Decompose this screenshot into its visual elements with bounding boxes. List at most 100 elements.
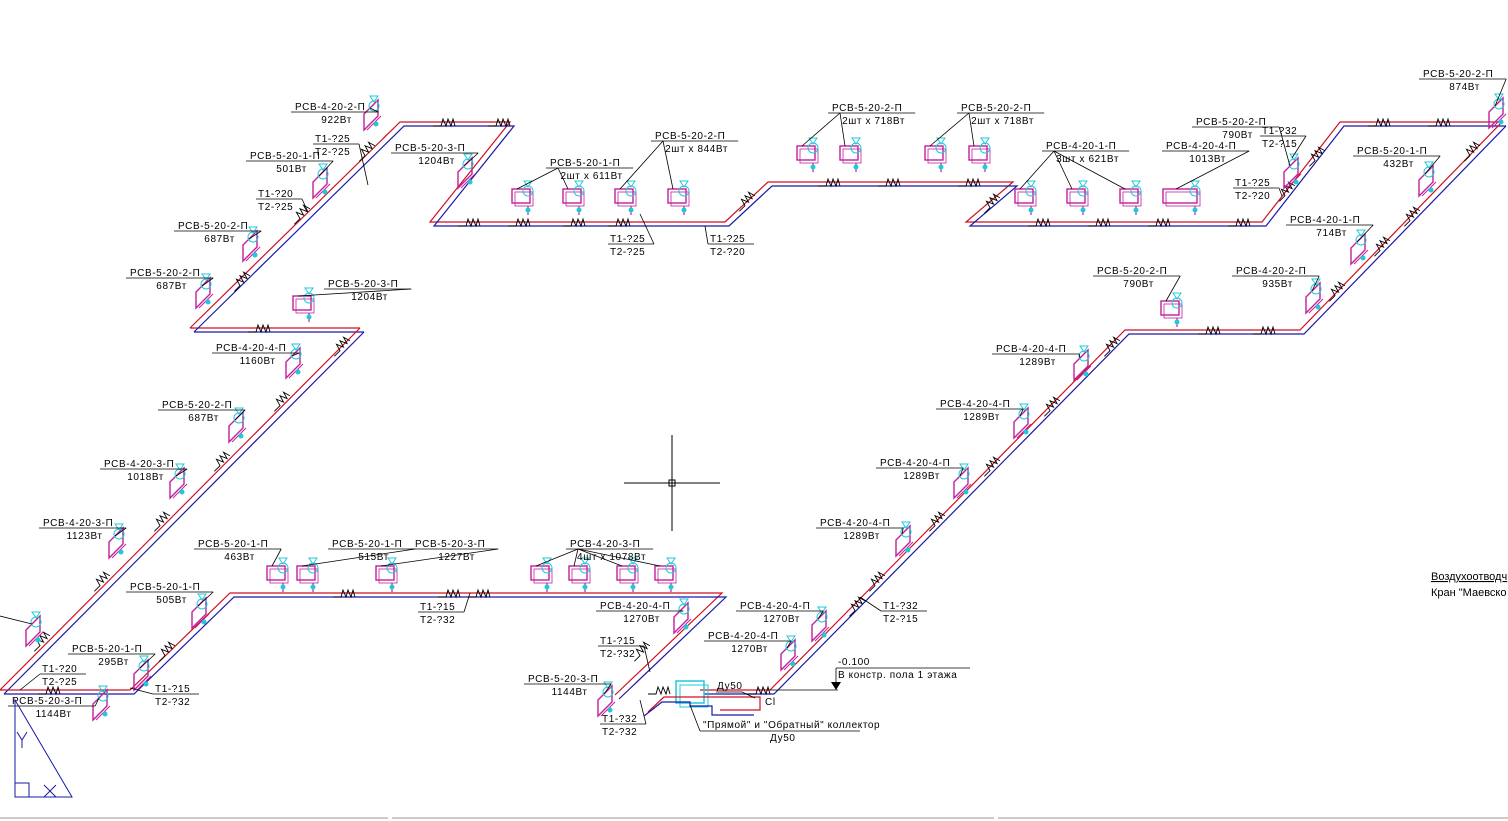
supply-diameter: Т1-?32 [883,601,918,612]
thermostatic-valve-icon [1288,158,1300,170]
shutoff-valve-icon [1360,255,1366,261]
leader-line [201,277,214,287]
elevation-label: -0.100 [838,657,870,668]
radiator [654,557,677,592]
radiator [924,137,947,172]
ucs-icon [14,698,73,798]
radiator-model: РСВ-5-20-2-П [961,103,1031,114]
thermostatic-valve-icon [627,562,639,574]
radiator [1488,93,1507,130]
pipe-break-mark [1088,217,1111,228]
radiator [363,95,382,132]
leader-line [929,112,970,147]
radiator-power: 790Вт [1123,279,1154,290]
radiator [191,593,210,630]
radiator-power: 1270Вт [731,644,768,655]
thermostatic-valve-icon [1493,98,1505,110]
radiator [673,598,692,635]
pipe-break-mark [334,336,351,357]
leader-line [577,548,623,567]
leader-line [380,548,499,567]
thermostatic-valve-icon [1077,185,1089,197]
thermostatic-valve-icon [1171,297,1183,309]
pipe-break-mark [878,177,901,188]
thermostatic-valve-icon [935,142,947,154]
pipe-break-mark [333,588,356,599]
radiator-power: 1123Вт [67,531,103,542]
return-pipe-t2 [193,125,1506,333]
node-mark: Сl [765,697,776,708]
leader-line [271,548,282,567]
radiator-power: 2шт x 844Вт [665,144,728,155]
supply-pipe-t1 [700,121,1503,691]
leader-line [535,548,579,567]
collector-note: "Прямой" и "Обратный" коллектор [703,719,880,731]
pipe-break-mark [739,191,756,212]
pipe-break-mark [214,451,231,472]
leader-line [786,640,792,649]
leader-line [1053,150,1073,190]
leader-line [1278,187,1283,197]
radiator-power: 1160Вт [240,356,276,367]
radiator-model: РСВ-4-20-4-П [940,399,1010,410]
leader-line [19,673,41,691]
radiator [1013,403,1032,440]
thermostatic-valve-icon [602,686,614,698]
radiator [133,655,152,692]
pipe-network [0,121,1507,700]
radiator [895,521,914,558]
shutoff-valve-icon [467,179,473,185]
shutoff-valve-icon [853,164,859,170]
radiator-model: РСВ-4-20-2-П [295,102,365,113]
pipe-break-mark [849,596,866,617]
thermostatic-valve-icon [541,562,553,574]
supply-diameter: Т1-?15 [155,684,190,695]
radiator-power: 1204Вт [351,292,388,303]
radiator-model: РСВ-4-20-4-П [1166,141,1236,152]
pipe-break-mark [234,271,251,292]
radiator [1014,180,1037,215]
pipe-break-mark [488,117,511,128]
radiator-model: РСВ-5-20-2-П [130,268,200,279]
radiator-model: РСВ-4-20-4-П [820,518,890,529]
radiator-model: РСВ-5-20-2-П [832,103,902,114]
radiator-model: РСВ-4-20-3-П [43,518,113,529]
shutoff-valve-icon [668,584,674,590]
shutoff-valve-icon [322,189,328,195]
radiator-power: 2шт x 718Вт [842,116,905,127]
thermostatic-valve-icon [678,603,690,615]
shutoff-valve-icon [373,121,379,127]
radiator [839,137,862,172]
radiator [92,685,111,722]
supply-diameter: Т1-?25 [610,234,645,245]
radiator-model: РСВ-5-20-2-П [162,400,232,411]
thermostatic-valve-icon [573,185,585,197]
radiator [296,557,319,592]
thermostatic-valve-icon [850,142,862,154]
radiator-labels: РСВ-4-20-2-П922ВтРСВ-5-20-3-П1204ВтРСВ-5… [0,69,1507,720]
shutoff-valve-icon [821,632,827,638]
radiator [1283,153,1302,190]
elevation-mark [770,667,970,691]
thermostatic-valve-icon [665,562,677,574]
pipe-break-mark [154,511,171,532]
return-diameter: Т2-?25 [258,202,293,213]
radiator [511,180,534,215]
radiator-model: РСВ-4-20-4-П [216,343,286,354]
radiator-model: РСВ-5-20-2-П [178,221,248,232]
return-pipe-t2 [3,331,365,695]
shutoff-valve-icon [810,164,816,170]
